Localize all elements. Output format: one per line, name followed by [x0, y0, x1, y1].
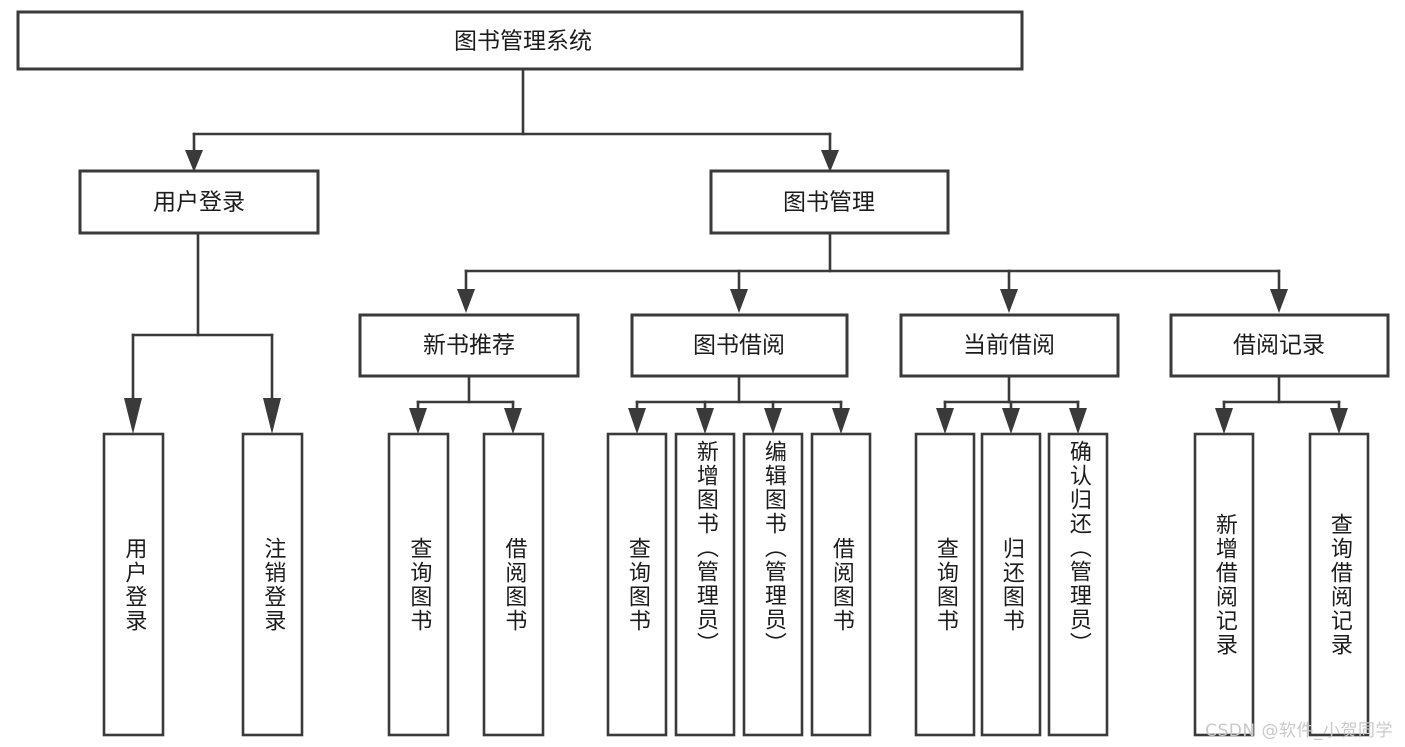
arrow-book-borrow-leaf4	[832, 408, 850, 434]
connector-group-user-login	[124, 231, 281, 434]
node-book-management[interactable]: 图书管理	[709, 169, 950, 235]
node-root-box[interactable]	[16, 10, 1024, 71]
connector-group-book-mgmt	[457, 231, 1288, 313]
leaf-box-current-query[interactable]	[914, 432, 976, 737]
node-book-borrow-label: 图书借阅	[693, 333, 785, 359]
leaf-box-current-return[interactable]	[980, 432, 1042, 737]
leaf-box-newbook-borrow[interactable]	[482, 432, 545, 737]
arrow-book-borrow-leaf2	[696, 408, 714, 434]
arrow-new-book-leaf1	[409, 408, 427, 434]
arrow-book-borrow-leaf1	[628, 408, 646, 434]
node-borrow-record-box[interactable]	[1169, 313, 1390, 378]
leaf-box-borrow-add[interactable]	[674, 432, 736, 737]
csdn-watermark: CSDN @软件_小贺同学	[1205, 721, 1393, 741]
connector-group-root	[185, 67, 839, 172]
arrow-user-login-leaf2	[263, 398, 281, 434]
leaf-box-record-add[interactable]	[1193, 432, 1255, 737]
arrow-to-book-borrow	[730, 289, 748, 313]
arrow-to-borrow-record	[1270, 289, 1288, 313]
node-new-book-recommend[interactable]: 新书推荐	[358, 313, 580, 378]
node-user-login-box[interactable]	[78, 169, 320, 235]
node-current-borrow-label: 当前借阅	[963, 333, 1055, 359]
leaf-box-group	[102, 432, 1370, 737]
arrow-to-current-borrow	[1000, 289, 1018, 313]
arrow-current-borrow-leaf3	[1069, 408, 1087, 434]
arrow-root-to-book-mgmt	[821, 150, 839, 172]
arrow-new-book-leaf2	[504, 408, 522, 434]
connector-group-current-borrow	[936, 374, 1087, 434]
leaf-box-user-login[interactable]	[102, 432, 165, 737]
arrow-current-borrow-leaf2	[1002, 408, 1020, 434]
node-book-management-box[interactable]	[709, 169, 950, 235]
node-root-label: 图书管理系统	[454, 29, 592, 55]
connector-group-book-borrow	[628, 374, 850, 434]
node-user-login-label: 用户登录	[153, 190, 245, 216]
arrow-root-to-user-login	[185, 150, 203, 172]
node-book-borrow-box[interactable]	[630, 313, 849, 378]
leaf-box-borrow-lend[interactable]	[810, 432, 872, 737]
arrow-to-new-book	[457, 289, 475, 313]
arrow-current-borrow-leaf1	[936, 408, 954, 434]
node-current-borrow-box[interactable]	[899, 313, 1120, 378]
connector-group-borrow-record	[1215, 374, 1348, 434]
leaf-box-record-query[interactable]	[1308, 432, 1370, 737]
arrow-borrow-record-leaf2	[1330, 408, 1348, 434]
node-book-management-label: 图书管理	[783, 190, 875, 216]
leaf-box-user-logout[interactable]	[241, 432, 304, 737]
arrow-book-borrow-leaf3	[764, 408, 782, 434]
leaf-box-borrow-edit[interactable]	[742, 432, 804, 737]
node-user-login[interactable]: 用户登录	[78, 169, 320, 235]
arrow-borrow-record-leaf1	[1215, 408, 1233, 434]
leaf-box-newbook-query[interactable]	[387, 432, 450, 737]
leaf-box-borrow-query[interactable]	[606, 432, 668, 737]
node-root[interactable]: 图书管理系统	[16, 10, 1024, 71]
arrow-user-login-leaf1	[124, 398, 142, 434]
node-borrow-record[interactable]: 借阅记录	[1169, 313, 1390, 378]
node-current-borrow[interactable]: 当前借阅	[899, 313, 1120, 378]
leaf-box-current-confirm[interactable]	[1047, 432, 1109, 737]
node-new-book-recommend-label: 新书推荐	[423, 333, 515, 359]
node-book-borrow[interactable]: 图书借阅	[630, 313, 849, 378]
node-borrow-record-label: 借阅记录	[1233, 333, 1325, 359]
connector-group-new-book	[409, 374, 522, 434]
node-new-book-recommend-box[interactable]	[358, 313, 580, 378]
